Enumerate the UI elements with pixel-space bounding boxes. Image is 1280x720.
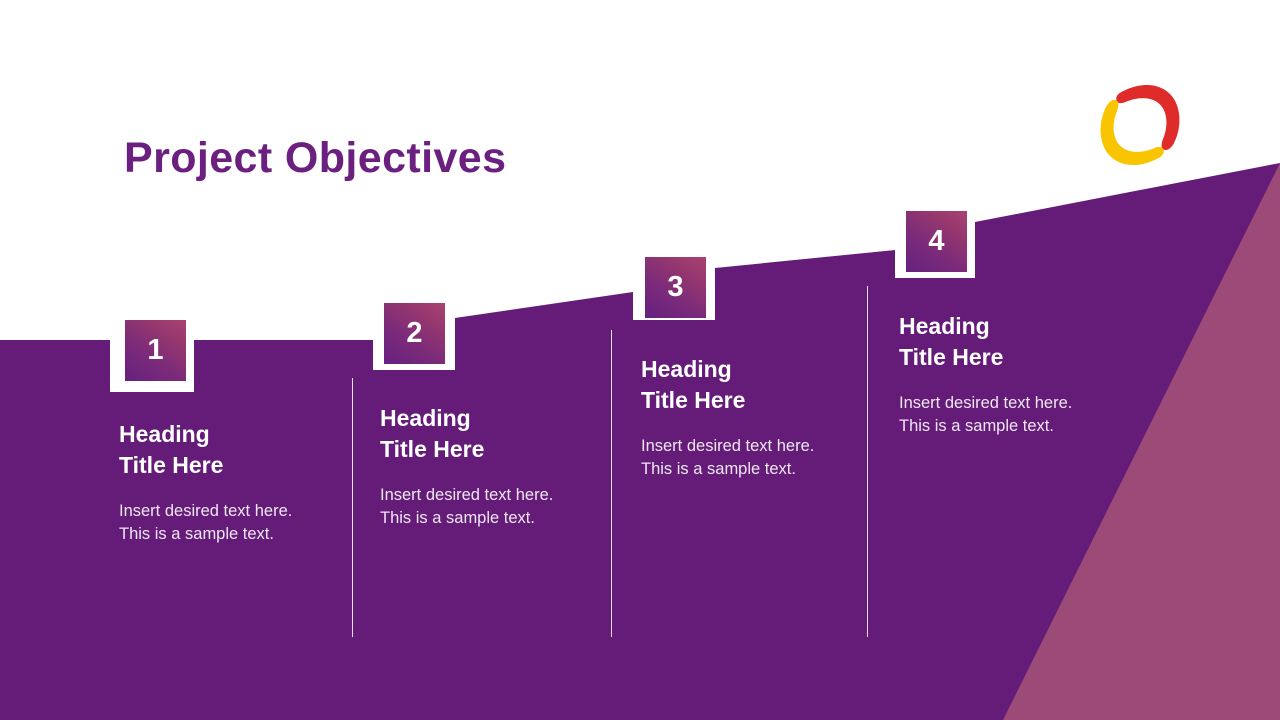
step-body-3: Insert desired text here. This is a samp… — [641, 437, 815, 479]
step-body-1: Insert desired text here. This is a samp… — [119, 502, 293, 544]
column-divider-2 — [611, 330, 612, 637]
step-heading-1: Heading Title Here — [119, 421, 224, 479]
step-heading-2: Heading Title Here — [380, 405, 485, 463]
column-divider-3 — [867, 286, 868, 637]
mauve-accent-triangle — [1003, 163, 1280, 720]
logo-yellow-stroke — [1100, 99, 1164, 166]
step-number-badge-3: 3 — [645, 257, 706, 318]
step-heading-3: Heading Title Here — [641, 356, 746, 414]
step-number-badge-4: 4 — [906, 211, 967, 272]
step-heading-4: Heading Title Here — [899, 313, 1004, 371]
purple-staircase-shape — [0, 163, 1280, 720]
step-number-badge-1: 1 — [125, 320, 186, 381]
step-body-4: Insert desired text here. This is a samp… — [899, 394, 1073, 436]
step-number-badge-2: 2 — [384, 303, 445, 364]
column-divider-1 — [352, 378, 353, 637]
page-title: Project Objectives — [124, 134, 507, 182]
brand-logo-icon — [1100, 84, 1180, 166]
logo-red-stroke — [1116, 84, 1180, 151]
step-body-2: Insert desired text here. This is a samp… — [380, 486, 554, 528]
